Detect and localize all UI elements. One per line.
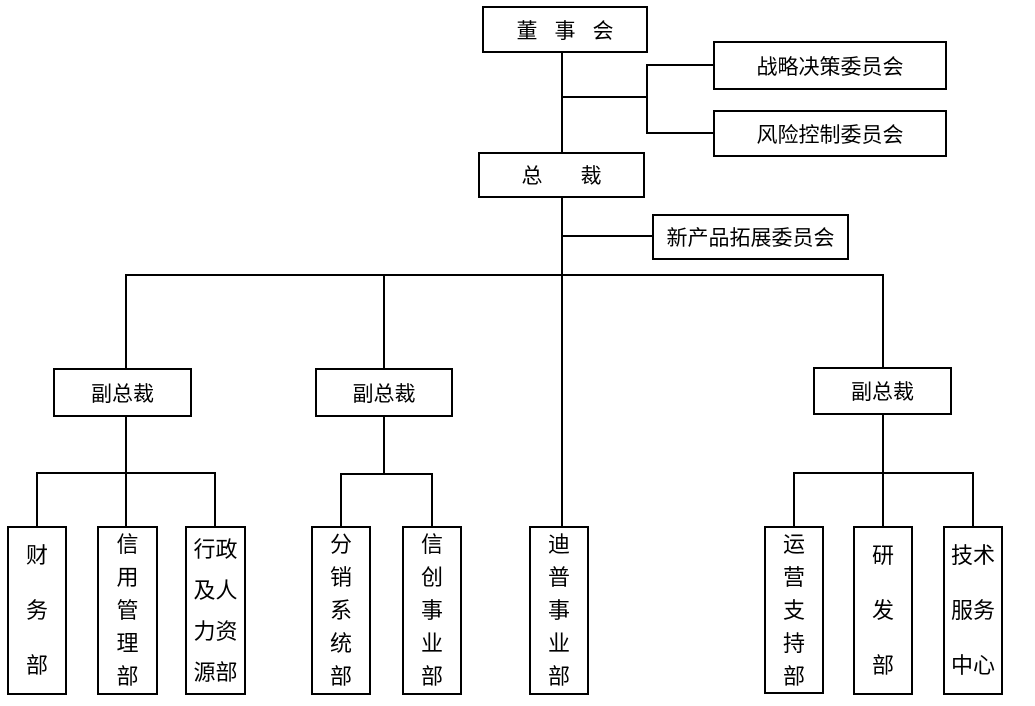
connector-drop-admin-hr [214, 472, 216, 527]
connector-main-rail [125, 274, 884, 276]
connector-right-branch-rail [793, 472, 974, 474]
connector-strategic-committee [646, 64, 713, 66]
connector-rail-vp-right [882, 274, 884, 367]
connector-drop-operations [793, 472, 795, 526]
node-credit-mgmt-dept: 信 用 管 理 部 [97, 526, 158, 695]
node-board: 董事会 [482, 6, 648, 53]
connector-committee-riser [646, 65, 648, 134]
connector-drop-distribution [340, 473, 342, 527]
node-strategic-committee: 战略决策委员会 [713, 41, 947, 90]
node-operations-support-dept: 运 营 支 持 部 [764, 526, 824, 694]
connector-drop-xinchuang [431, 473, 433, 527]
node-admin-hr-dept: 行政 及人 力资 源部 [185, 526, 246, 695]
connector-vp-middle-stem [383, 417, 385, 474]
node-distribution-sys-dept: 分 销 系 统 部 [311, 526, 371, 695]
connector-rail-vp-left [125, 274, 127, 368]
node-vp-middle: 副总裁 [315, 368, 453, 417]
connector-rail-vp-middle [383, 274, 385, 368]
connector-board-president [561, 53, 563, 152]
node-vp-left: 副总裁 [53, 368, 192, 417]
node-president: 总裁 [478, 152, 645, 198]
node-dipu-business-dept: 迪 普 事 业 部 [529, 526, 589, 695]
node-new-product-committee: 新产品拓展委员会 [652, 214, 849, 260]
node-vp-right: 副总裁 [813, 367, 952, 415]
connector-middle-branch-rail [340, 473, 433, 475]
connector-drop-finance [36, 472, 38, 526]
connector-new-product-committee [561, 235, 652, 237]
node-risk-committee: 风险控制委员会 [713, 110, 947, 157]
connector-vp-right-stem [882, 415, 884, 527]
node-finance-dept: 财 务 部 [7, 526, 67, 695]
connector-drop-tech-center [972, 472, 974, 527]
node-xinchuang-business-dept: 信 创 事 业 部 [402, 526, 462, 695]
node-rnd-dept: 研 发 部 [853, 526, 913, 695]
node-tech-service-center: 技术 服务 中心 [943, 526, 1003, 695]
connector-risk-committee [646, 132, 713, 134]
connector-left-branch-rail [36, 472, 216, 474]
connector-committee-stem [561, 96, 648, 98]
connector-president-trunk [561, 198, 563, 526]
